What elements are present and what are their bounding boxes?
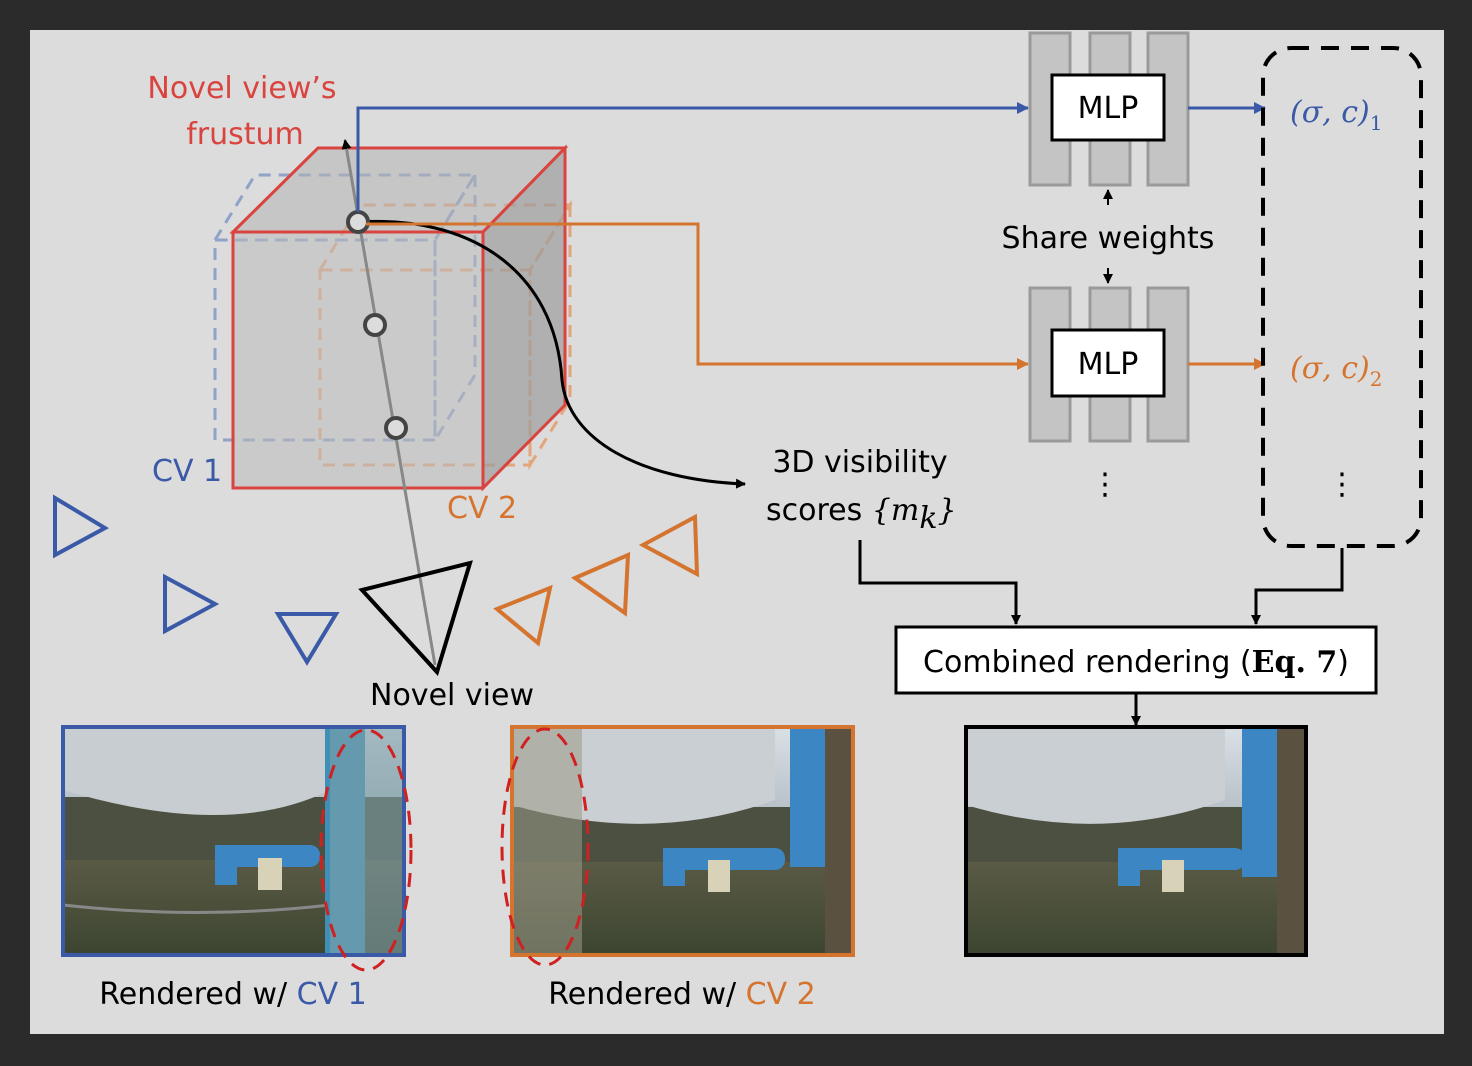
camera-icon [163,573,220,635]
diagram-canvas: MLP MLP Share weights ⋮ (σ, c)1 (σ, c)2 … [53,31,1423,1012]
share-weights-label: Share weights [1002,221,1215,256]
diagram-panel: MLP MLP Share weights ⋮ (σ, c)1 (σ, c)2 … [30,30,1444,1034]
visibility-label-line1: 3D visibility [772,445,947,480]
artifact-highlight-cv2 [500,727,590,967]
visibility-curve-arrow [357,219,746,489]
sample-point-icon [346,210,370,234]
mlp-top: MLP [1028,31,1190,187]
output2-label: (σ, c)2 [1290,351,1383,391]
novel-frustum-label-2: frustum [186,117,304,152]
rendered-image-cv1 [61,725,406,957]
visibility-to-combined-arrow [858,540,1021,625]
novel-camera-icon [358,560,473,676]
visibility-label-line2: scores {mk} [766,493,957,536]
sample-point-icon [384,416,408,440]
camera-icon [53,494,110,559]
combined-output-image [964,725,1308,957]
rendered-image-cv2 [510,725,855,957]
camera-icon [274,612,340,666]
cv1-feature-arrow [356,102,1029,212]
camera-icons-cv2 [493,513,700,647]
rendered-cv2-caption: Rendered w/ CV 2 [548,977,815,1012]
output1-label: (σ, c)1 [1290,95,1383,135]
camera-icon [493,584,553,647]
mlp-bottom-label: MLP [1078,347,1139,382]
novel-frustum-cube [229,144,569,492]
sample-point-icon [363,313,387,337]
combined-rendering-box [894,625,1378,695]
mlp-top-label: MLP [1078,91,1139,126]
output-ellipsis: ⋮ [1327,467,1357,502]
camera-icon [570,551,631,617]
outputs-container [1261,46,1423,548]
cv2-feature-arrow [366,222,1029,370]
combined-rendering-label: Combined rendering (Eq. 7) [923,645,1349,680]
cv2-label: CV 2 [447,491,517,526]
artifact-highlight-cv1 [319,728,413,972]
novel-view-label: Novel view [370,678,534,713]
mlp-ellipsis: ⋮ [1090,467,1120,502]
outputs-to-combined-arrow [1251,548,1344,625]
mlp-bottom: MLP [1028,286,1190,443]
novel-frustum-label-1: Novel view’s [147,71,336,106]
rendered-cv1-caption: Rendered w/ CV 1 [99,977,366,1012]
camera-icon [638,513,700,578]
camera-icons-cv1 [53,494,340,666]
cv1-label: CV 1 [152,454,222,489]
